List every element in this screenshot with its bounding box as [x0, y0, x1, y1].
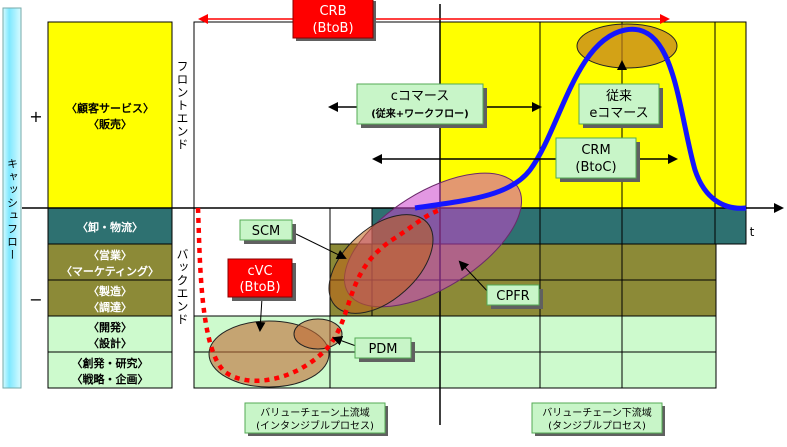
ecommerce-label: cコマース: [391, 89, 450, 104]
conventional-ec-sub: eコマース: [589, 106, 648, 121]
row-procurement: [47, 279, 173, 317]
cpfr-label: CPFR: [496, 289, 529, 304]
row-marketing-line1: 〈営業〉: [88, 248, 132, 262]
cash-flow-bar: [2, 7, 22, 389]
conventional-ec-label: 従来: [606, 89, 632, 104]
plus-sign: +: [29, 107, 42, 126]
downstream-label: バリューチェーン下流域: [542, 406, 652, 419]
minus-sign: −: [29, 290, 42, 309]
row-marketing-line2: 〈マーケティング〉: [61, 264, 159, 278]
ecommerce-callout: [356, 83, 484, 125]
front-end-label: フロントエンド: [175, 60, 189, 151]
crb-sub: (BtoB): [312, 21, 353, 36]
ecommerce-sub: (従来+ワークフロー): [371, 107, 469, 120]
row-procurement-line2: 〈調達〉: [88, 300, 132, 314]
investment-curve: [195, 207, 441, 384]
row-procurement-line1: 〈製造〉: [88, 284, 132, 298]
scm-ellipse: [328, 214, 434, 314]
row-development-line1: 〈開発〉: [88, 320, 132, 334]
row-wholesale-label: 〈卸・物流〉: [77, 220, 143, 234]
row-marketing: [47, 243, 173, 281]
cash-flow-curve: [414, 26, 747, 211]
row-research: [47, 351, 173, 389]
crm-callout: [555, 137, 637, 179]
pdm-ellipse: [293, 318, 343, 350]
cvc-sub: (BtoB): [239, 280, 280, 295]
crb-callout: [292, 0, 374, 39]
upstream-sub: (インタンジブルプロセス): [256, 419, 374, 432]
time-axis-label: t: [750, 225, 755, 239]
crm-sub: (BtoC): [575, 160, 616, 175]
row-customer-service-line2: 〈販売〉: [88, 117, 132, 131]
cvc-label: cVC: [247, 264, 272, 279]
row-development-line2: 〈設計〉: [88, 336, 132, 350]
back-end-label: バックエンド: [175, 248, 189, 326]
cvc-callout: [227, 258, 293, 298]
cash-flow-label: キャッシュフロー: [6, 158, 19, 262]
scm-label: SCM: [252, 224, 281, 239]
upstream-box: [244, 402, 386, 434]
row-wholesale: [47, 207, 173, 245]
row-customer-service: [47, 21, 173, 209]
crb-label: CRB: [319, 4, 346, 19]
row-research-line1: 〈創発・研究〉: [72, 356, 149, 370]
cpfr-callout: [486, 284, 540, 306]
pdm-callout: [354, 337, 412, 359]
scm-callout: [239, 219, 293, 241]
crm-label: CRM: [581, 143, 610, 158]
downstream-box: [531, 402, 663, 434]
row-customer-service-line1: 〈顧客サービス〉: [66, 101, 154, 115]
pdm-label: PDM: [368, 342, 397, 357]
upstream-label: バリューチェーン上流域: [260, 406, 370, 419]
downstream-sub: (タンジブルプロセス): [548, 419, 646, 432]
row-research-line2: 〈戦略・企画〉: [72, 372, 149, 386]
conventional-ec-callout: [578, 83, 660, 125]
